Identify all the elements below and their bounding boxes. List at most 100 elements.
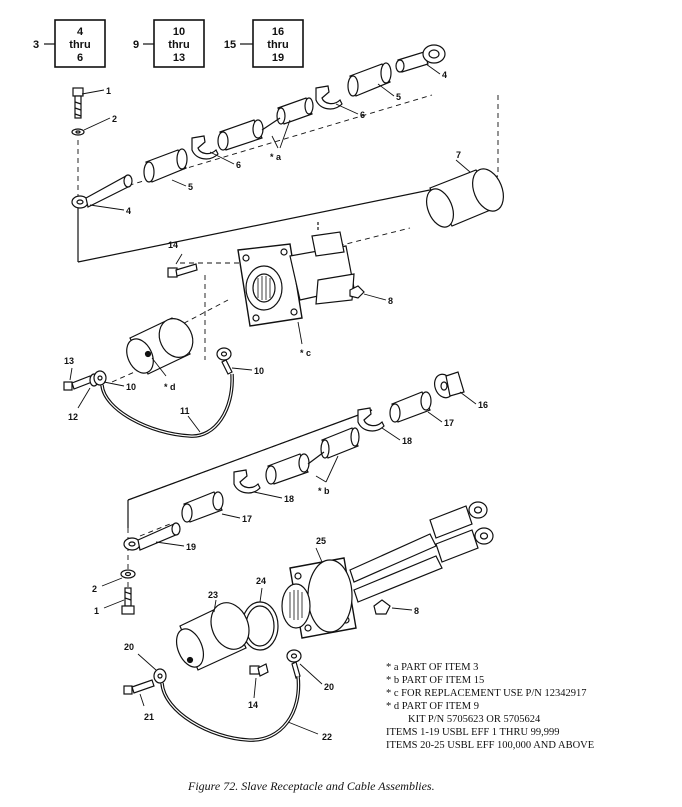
callout-16: 16: [478, 400, 488, 410]
bolt-item-14-bottom: [249, 663, 269, 677]
svg-text:19: 19: [272, 52, 284, 64]
callout-4-left: 4: [126, 206, 131, 216]
leader-lines: [69, 63, 477, 735]
bolt-item-1-bottom: [121, 587, 135, 615]
nut-item-8-top: [349, 285, 365, 299]
callout-19: 19: [186, 542, 196, 552]
index-box-15: 15 16 thru 19: [224, 19, 304, 68]
callout-17-left: 17: [242, 514, 252, 524]
callout-20-right: 20: [324, 682, 334, 692]
callout-10-right: 10: [254, 366, 264, 376]
callout-b-mark: * b: [318, 486, 330, 496]
callout-5-right: 5: [396, 92, 401, 102]
nut-item-8-bottom: [373, 599, 391, 615]
callout-17-right: 17: [444, 418, 454, 428]
lower-cable-assembly: [120, 371, 494, 742]
cover-item-d: [126, 317, 194, 375]
cover-item-23: [175, 602, 250, 671]
clip-item-6-left: [191, 135, 219, 160]
callout-12: 12: [68, 412, 78, 422]
terminal-lug-item-4-left: [71, 174, 133, 209]
slave-receptacle-item-c: [237, 222, 355, 327]
cable-item-22: [160, 675, 301, 742]
callout-21: 21: [144, 712, 154, 722]
callout-7: 7: [456, 150, 461, 160]
svg-text:thru: thru: [168, 39, 189, 51]
callout-d-mark: * d: [164, 382, 176, 392]
callout-a-mark: * a: [270, 152, 282, 162]
washer-item-2-bottom: [120, 569, 136, 579]
index-box-3: 3 4 thru 6: [33, 19, 106, 68]
note-kit: KIT P/N 5705623 OR 5705624: [408, 714, 541, 725]
svg-text:4: 4: [77, 26, 84, 38]
callout-11: 11: [180, 406, 190, 416]
callout-14-top: 14: [168, 240, 178, 250]
svg-text:10: 10: [173, 26, 185, 38]
callout-8-top: 8: [388, 296, 393, 306]
terminal-lug-item-10-right: [216, 347, 233, 375]
callout-5-left: 5: [188, 182, 193, 192]
callout-10-left: 10: [126, 382, 136, 392]
svg-text:16: 16: [272, 26, 284, 38]
callout-1-bottom: 1: [94, 606, 99, 616]
callout-6-left: 6: [236, 160, 241, 170]
note-d: * d PART OF ITEM 9: [386, 701, 480, 712]
callout-2-bottom: 2: [92, 584, 97, 594]
sleeve-item-17-right: [389, 391, 432, 423]
callout-25: 25: [316, 536, 326, 546]
callout-2-top: 2: [112, 114, 117, 124]
screw-item-13: [63, 375, 93, 391]
callout-22: 22: [322, 732, 332, 742]
note-items-20-25: ITEMS 20-25 USBL EFF 100,000 AND ABOVE: [386, 740, 595, 751]
callout-8-bottom: 8: [414, 606, 419, 616]
callout-23: 23: [208, 590, 218, 600]
parts-notes: * a PART OF ITEM 3 * b PART OF ITEM 15 *…: [386, 661, 676, 752]
bolt-item-14-top: [167, 263, 198, 278]
callout-20-left: 20: [124, 642, 134, 652]
svg-text:6: 6: [77, 52, 83, 64]
screw-item-21: [123, 679, 155, 695]
bolt-item-1-top: [72, 87, 84, 119]
terminal-lug-item-20-right: [286, 649, 302, 679]
terminal-lug-item-10-left: [93, 370, 107, 386]
svg-text:thru: thru: [267, 39, 288, 51]
cable-sleeves-a: [217, 97, 314, 151]
terminal-lug-item-4-right: [395, 44, 446, 73]
note-items-1-19: ITEMS 1-19 USBL EFF 1 THRU 99,999: [386, 727, 560, 738]
note-b: * b PART OF ITEM 15: [386, 675, 485, 686]
terminal-lug-item-16: [433, 371, 465, 399]
callout-18-right: 18: [402, 436, 412, 446]
terminal-lug-item-20-left: [153, 668, 167, 684]
washer-item-2-top: [71, 128, 85, 136]
callout-4-right: 4: [442, 70, 447, 80]
svg-text:3: 3: [33, 39, 39, 51]
terminal-lug-item-19: [123, 522, 181, 551]
callout-14-bottom: 14: [248, 700, 258, 710]
callout-18-left: 18: [284, 494, 294, 504]
note-a: * a PART OF ITEM 3: [386, 662, 479, 673]
sleeve-item-5-right: [347, 62, 392, 97]
callout-6-right: 6: [360, 110, 365, 120]
svg-text:9: 9: [133, 39, 139, 51]
figure-caption: Figure 72. Slave Receptacle and Cable As…: [188, 779, 435, 793]
callout-13: 13: [64, 356, 74, 366]
note-c: * c FOR REPLACEMENT USE P/N 12342917: [386, 688, 587, 699]
svg-text:thru: thru: [69, 39, 90, 51]
sleeve-item-17-left: [181, 491, 224, 523]
clip-item-6-right: [315, 85, 343, 110]
slave-receptacle-item-25: [281, 501, 494, 639]
index-box-9: 9 10 thru 13: [133, 19, 205, 68]
callout-labels: 1 2 4 5 6 * a 6 5 4 7 14 8 * c * d 13 12…: [64, 70, 488, 742]
sleeve-item-5-left: [143, 148, 188, 183]
callout-24: 24: [256, 576, 266, 586]
upper-cable-assembly: [63, 44, 504, 438]
svg-text:13: 13: [173, 52, 185, 64]
svg-text:15: 15: [224, 39, 236, 51]
boot-item-7: [425, 168, 504, 228]
cable-sleeves-b: [265, 427, 360, 485]
clip-item-18-left: [233, 469, 261, 494]
clip-item-18-right: [357, 407, 385, 432]
callout-1-top: 1: [106, 86, 111, 96]
